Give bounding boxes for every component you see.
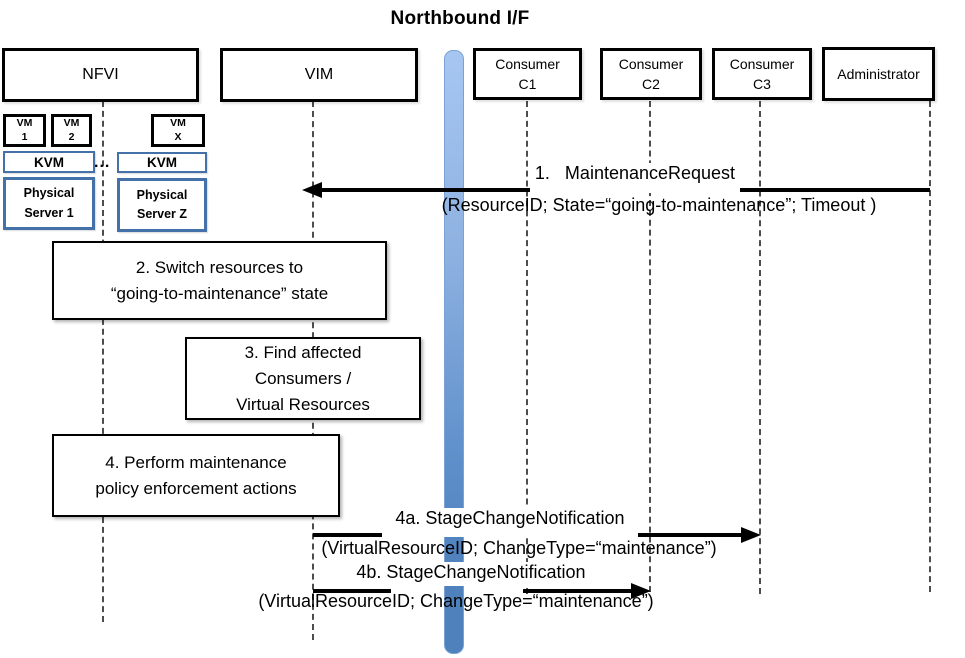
vm2-box: VM 2 bbox=[51, 114, 92, 147]
physical-server-z-line1: Physical bbox=[136, 187, 188, 202]
actor-nfvi: NFVI bbox=[2, 48, 199, 102]
consumer-c3-line1: Consumer bbox=[729, 55, 795, 72]
message-4b-params: (VirtualResourceID; ChangeType=“maintena… bbox=[236, 591, 676, 615]
step-3-box: 3. Find affected Consumers / Virtual Res… bbox=[185, 337, 421, 420]
vmx-line1: VM bbox=[170, 117, 186, 130]
physical-server-z-line2: Server Z bbox=[136, 207, 188, 221]
physical-server-z-box: Physical Server Z bbox=[117, 178, 207, 232]
step-4-line1: 4. Perform maintenance bbox=[105, 452, 287, 472]
vm2-line2: 2 bbox=[68, 130, 75, 143]
actor-vim: VIM bbox=[220, 48, 418, 102]
consumer-c2-line1: Consumer bbox=[618, 55, 684, 72]
lifeline-consumer-c1 bbox=[526, 101, 528, 594]
actor-vim-label: VIM bbox=[304, 66, 334, 83]
northbound-if-bar bbox=[444, 50, 464, 654]
message-1-label: 1. MaintenanceRequest bbox=[530, 163, 740, 193]
consumer-c1-line2: C1 bbox=[518, 76, 537, 92]
message-4a-params-text: (VirtualResourceID; ChangeType=“maintena… bbox=[321, 538, 717, 558]
message-4a-params: (VirtualResourceID; ChangeType=“maintena… bbox=[299, 538, 739, 562]
physical-server-1-line1: Physical bbox=[23, 186, 75, 201]
physical-server-1-box: Physical Server 1 bbox=[3, 177, 95, 230]
kvm-right-box: KVM bbox=[117, 152, 207, 173]
vm1-box: VM 1 bbox=[3, 114, 46, 147]
actor-consumer-c2: Consumer C2 bbox=[600, 48, 702, 100]
message-4b-arrowhead-right-icon bbox=[631, 583, 651, 599]
step-3-line2: Consumers / bbox=[254, 368, 352, 388]
message-4b-label: 4b. StageChangeNotification bbox=[341, 562, 601, 586]
northbound-if-title: Northbound I/F bbox=[390, 8, 530, 29]
actor-consumer-c1: Consumer C1 bbox=[473, 48, 582, 100]
actor-administrator: Administrator bbox=[822, 47, 935, 101]
message-1-label-text: 1. MaintenanceRequest bbox=[534, 163, 736, 183]
step-4-line2: policy enforcement actions bbox=[95, 478, 297, 498]
consumer-c3-line2: C3 bbox=[753, 76, 771, 92]
kvm-left-label: KVM bbox=[34, 154, 64, 170]
kvm-right-label: KVM bbox=[147, 155, 177, 170]
vmx-line2: X bbox=[174, 130, 182, 143]
message-4a-label: 4a. StageChangeNotification bbox=[382, 508, 638, 537]
lifeline-administrator bbox=[929, 101, 931, 592]
step-2-line2: “going-to-maintenance” state bbox=[110, 283, 329, 303]
message-1-params: (ResourceID; State=“going-to-maintenance… bbox=[388, 195, 930, 219]
consumer-c1-line1: Consumer bbox=[495, 55, 560, 72]
vm1-line1: VM bbox=[16, 117, 33, 130]
vm1-line2: 1 bbox=[21, 130, 28, 143]
step-4-box: 4. Perform maintenance policy enforcemen… bbox=[52, 434, 340, 517]
message-4b-line-left bbox=[313, 589, 391, 593]
message-4a-arrowhead-right-icon bbox=[741, 527, 761, 543]
step-2-box: 2. Switch resources to “going-to-mainten… bbox=[52, 241, 387, 320]
vmx-box: VM X bbox=[151, 114, 205, 147]
actor-administrator-label: Administrator bbox=[837, 66, 920, 82]
message-4b-params-text: (VirtualResourceID; ChangeType=“maintena… bbox=[258, 591, 654, 611]
actor-nfvi-label: NFVI bbox=[82, 66, 119, 83]
step-3-line1: 3. Find affected bbox=[244, 342, 362, 362]
physical-server-1-line2: Server 1 bbox=[24, 205, 74, 220]
step-2-line1: 2. Switch resources to bbox=[135, 257, 304, 277]
consumer-c2-line2: C2 bbox=[642, 76, 660, 92]
lifeline-consumer-c2 bbox=[649, 101, 651, 592]
message-1-arrowhead-left-icon bbox=[302, 182, 322, 198]
message-4b-line-right bbox=[523, 589, 631, 593]
vm2-line1: VM bbox=[63, 117, 80, 130]
message-4b-label-text: 4b. StageChangeNotification bbox=[356, 562, 586, 582]
ellipsis-dots: ... bbox=[94, 154, 111, 171]
lifeline-nfvi bbox=[102, 101, 104, 622]
message-4a-label-text: 4a. StageChangeNotification bbox=[395, 508, 625, 528]
step-3-line3: Virtual Resources bbox=[236, 394, 370, 414]
actor-consumer-c3: Consumer C3 bbox=[712, 48, 812, 100]
lifeline-consumer-c3 bbox=[759, 101, 761, 594]
message-1-params-text: (ResourceID; State=“going-to-maintenance… bbox=[441, 195, 877, 215]
kvm-left-box: KVM bbox=[3, 151, 95, 173]
